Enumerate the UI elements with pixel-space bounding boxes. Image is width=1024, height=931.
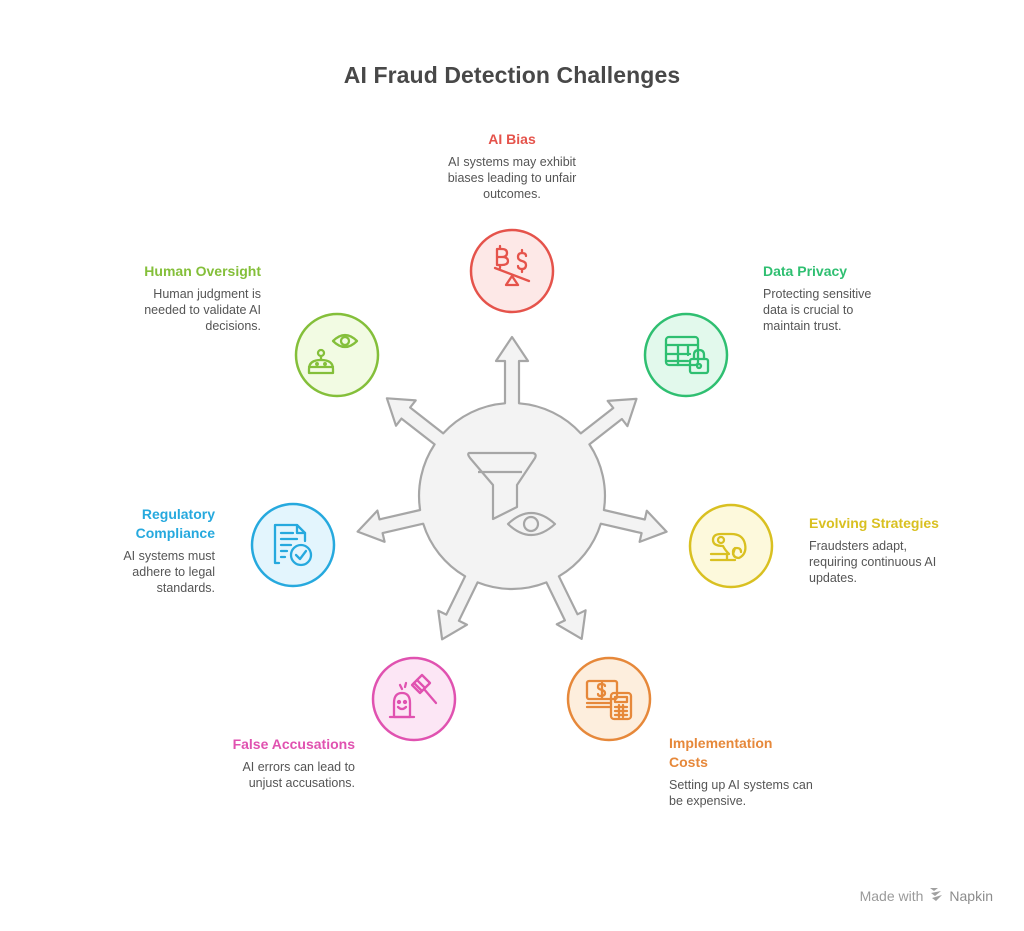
challenge-circles — [250, 228, 774, 742]
false-accusations-circle — [371, 656, 457, 742]
napkin-logo-icon — [929, 886, 943, 905]
regulatory-compliance-circle — [250, 502, 336, 588]
hub-arrows-shape — [356, 335, 668, 641]
human-oversight-circle — [294, 312, 380, 398]
footer-credit: Made with Napkin — [860, 886, 993, 905]
diagram-title: AI Fraud Detection Challenges — [343, 62, 681, 88]
money-calculator-icon — [585, 679, 633, 721]
central-hub — [356, 335, 668, 641]
chameleon-icon — [709, 532, 747, 562]
data-privacy-circle — [643, 312, 729, 398]
footer-prefix: Made with — [859, 887, 924, 904]
evolving-strategies-circle — [688, 503, 774, 589]
ai-bias-title: AI Bias — [488, 131, 536, 147]
table-lock-icon — [664, 335, 710, 375]
robot-eye-icon — [307, 333, 359, 375]
human-oversight-title: Human Oversight — [144, 263, 261, 279]
scale-crypto-dollar-icon — [493, 244, 531, 287]
gavel-icon — [388, 673, 438, 719]
evolving-strategies-title: Evolving Strategies — [809, 515, 939, 531]
data-privacy-title: Data Privacy — [763, 263, 848, 279]
evolving-strategies-description: Fraudsters adapt,requiring continuous AI… — [809, 539, 937, 585]
false-accusations-title: False Accusations — [232, 736, 355, 752]
eye-icon — [506, 511, 557, 537]
ai-bias-circle — [469, 228, 555, 314]
document-check-icon — [273, 523, 313, 567]
footer-brand: Napkin — [949, 887, 993, 904]
funnel-icon — [467, 451, 537, 521]
implementation-costs-circle — [566, 656, 652, 742]
